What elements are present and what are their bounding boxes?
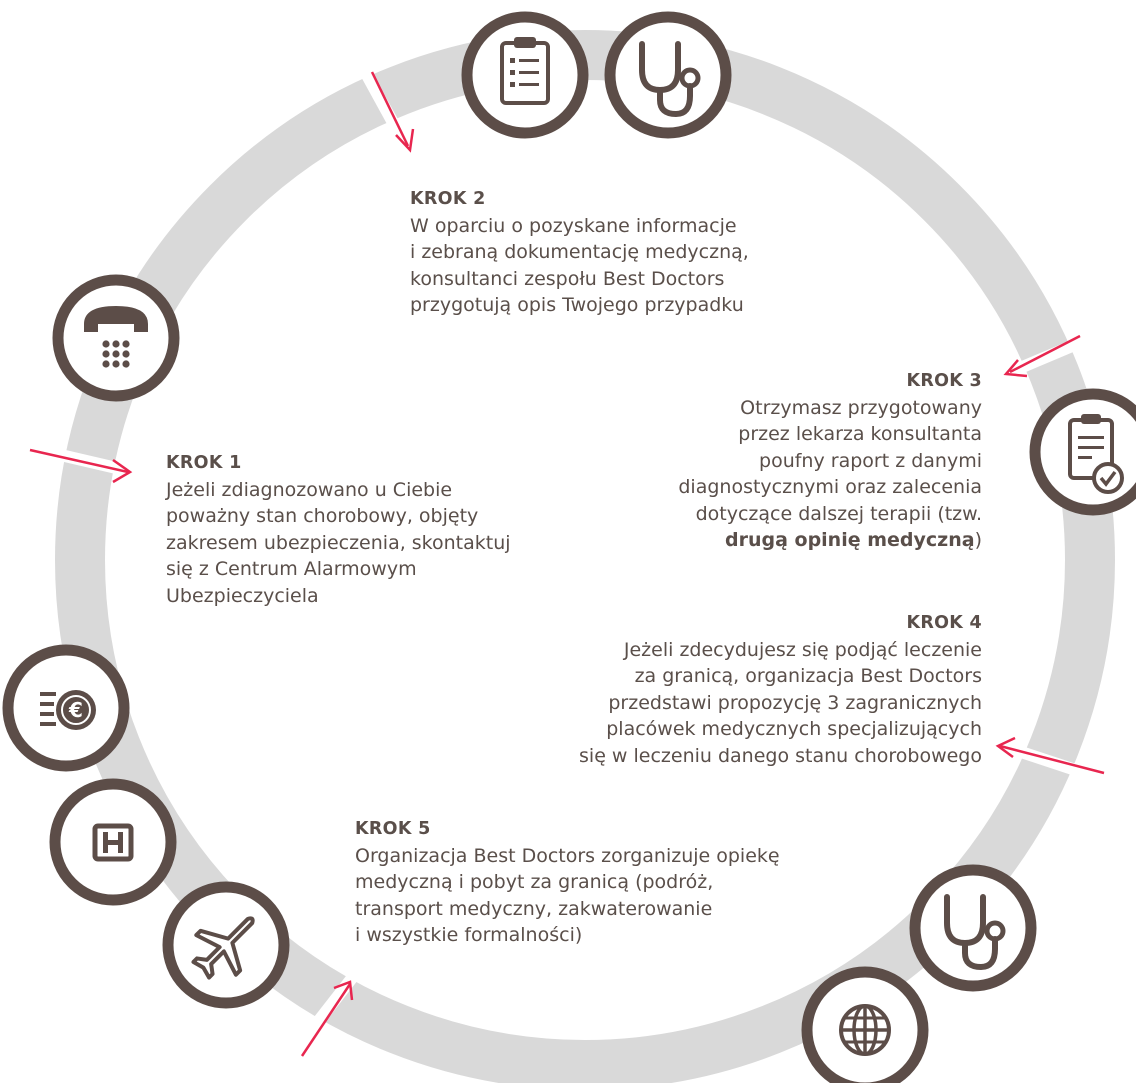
step-3-bold-text: drugą opinię medyczną xyxy=(724,529,975,551)
euro-coin-icon: € xyxy=(2,644,130,772)
step-3-line: przez lekarza konsultanta xyxy=(738,423,982,445)
step-1-line: się z Centrum Alarmowym xyxy=(166,558,417,580)
step-2-line: przygotują opis Twojego przypadku xyxy=(410,294,744,316)
step-1-title: KROK 1 xyxy=(166,453,242,473)
step-2-line: W oparciu o pozyskane informacje xyxy=(410,214,737,237)
step-4: KROK 4 Jeżeli zdecydujesz się podjąć lec… xyxy=(579,610,982,769)
step-3-line: Otrzymasz przygotowany xyxy=(740,396,982,419)
step-4-line: placówek medycznych specjalizujących xyxy=(606,718,982,740)
step-3-title: KROK 3 xyxy=(906,371,982,391)
clipboard-icon xyxy=(461,11,589,139)
step-1-line: poważny stan chorobowy, objęty xyxy=(166,505,479,527)
step-4-line: się w leczeniu danego stanu chorobowego xyxy=(579,744,982,767)
step-3-line: dotyczące dalszej terapii (tzw. xyxy=(695,502,982,525)
step-5-title: KROK 5 xyxy=(355,819,431,839)
globe-icon xyxy=(801,966,929,1083)
step-3-closing-paren: ) xyxy=(974,529,982,551)
step-2-title: KROK 2 xyxy=(410,189,486,209)
step-1: KROK 1 Jeżeli zdiagnozowano u Ciebie pow… xyxy=(166,450,511,609)
step-3: KROK 3 Otrzymasz przygotowany przez leka… xyxy=(678,368,982,554)
step-5-line: transport medyczny, zakwaterowanie xyxy=(355,897,713,920)
step-5-line: medyczną i pobyt za granicą (podróż, xyxy=(355,871,714,893)
step-2-line: i zebraną dokumentację medyczną, xyxy=(410,241,749,263)
arrow-krok-4 xyxy=(995,736,1136,796)
step-4-line: Jeżeli zdecydujesz się podjąć leczenie xyxy=(623,638,982,661)
stethoscope-icon xyxy=(909,864,1037,992)
step-3-line: diagnostycznymi oraz zalecenia xyxy=(678,476,982,498)
svg-text:€: € xyxy=(68,698,83,722)
step-4-line: za granicą, organizacja Best Doctors xyxy=(634,665,982,687)
step-3-line: poufny raport z danymi xyxy=(759,449,982,472)
arrow-krok-1 xyxy=(20,440,133,484)
airplane-icon xyxy=(162,881,290,1009)
arrow-krok-3 xyxy=(1003,324,1113,378)
step-4-title: KROK 4 xyxy=(906,613,982,633)
stethoscope-icon xyxy=(604,11,732,139)
step-2-line: konsultanci zespołu Best Doctors xyxy=(410,267,725,290)
arrow-krok-2 xyxy=(356,63,415,153)
step-5: KROK 5 Organizacja Best Doctors zorganiz… xyxy=(355,816,780,949)
step-3-last-line: drugą opinię medyczną) xyxy=(678,527,982,554)
step-4-line: przedstawi propozycję 3 zagranicznych xyxy=(608,691,982,714)
step-5-line: i wszystkie formalności) xyxy=(355,924,583,946)
arrow-krok-5 xyxy=(291,974,357,1057)
step-1-line: Ubezpieczyciela xyxy=(166,584,319,607)
step-2: KROK 2 W oparciu o pozyskane informacje … xyxy=(410,186,749,319)
step-1-line: Jeżeli zdiagnozowano u Ciebie xyxy=(166,478,453,501)
report-check-icon xyxy=(1029,388,1136,516)
step-5-line: Organizacja Best Doctors zorganizuje opi… xyxy=(355,844,780,867)
step-1-line: zakresem ubezpieczenia, skontaktuj xyxy=(166,531,511,554)
hospital-icon xyxy=(49,778,177,906)
phone-icon xyxy=(52,274,180,402)
